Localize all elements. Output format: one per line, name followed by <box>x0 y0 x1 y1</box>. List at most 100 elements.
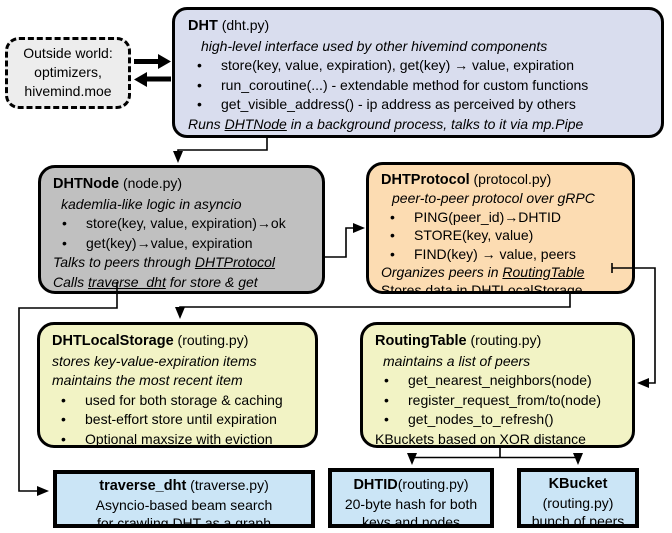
dhtid-box: DHTID(routing.py) 20-byte hash for both … <box>328 468 494 528</box>
bullet-glyph: • <box>62 215 67 231</box>
routingtable-bullet: •get_nearest_neighbors(node) <box>375 371 627 391</box>
bullet-text: register_request_from/to(node) <box>408 391 601 408</box>
dhtid-file: (routing.py) <box>397 476 469 492</box>
bullet-text: get(key)→value, expiration <box>86 234 253 251</box>
dhtprotocol-bullet: • STORE(key, value) <box>381 226 627 244</box>
routingtable-bullet: •get_nodes_to_refresh() <box>375 410 627 430</box>
bullet-text: FIND(key) → value, peers <box>414 245 576 262</box>
dht-title: DHT <box>188 18 218 34</box>
connector-dhtprotocol-to-dhtlocalstorage <box>175 291 571 319</box>
outside-world-line: Outside world: <box>23 45 113 61</box>
bullet-text: run_coroutine(...) - extendable method f… <box>221 76 589 93</box>
bullet-text: store(key, value, expiration), get(key) … <box>221 57 575 73</box>
bullet-text: PING(peer_id)→DHTID <box>414 208 562 225</box>
kbucket-line: (routing.py) <box>542 494 614 511</box>
dhtlocalstorage-bullet: • Optional maxsize with eviction <box>52 430 310 447</box>
kbucket-line: bunch of peers <box>531 513 625 528</box>
dhtnode-box: DHTNode (node.py) kademlia-like logic in… <box>38 165 325 294</box>
routingtable-footer: KBuckets based on XOR distance <box>375 430 586 447</box>
dhtnode-title: DHTNode <box>53 176 120 192</box>
bullet-text: best-effort store until expiration <box>85 411 277 427</box>
dhtprotocol-title: DHTProtocol <box>381 172 470 188</box>
stores-pre: Stores data in DHT <box>381 282 501 294</box>
traverse-dht-box: traverse_dht (traverse.py) Asyncio-based… <box>53 470 315 528</box>
dht-footer: Runs DHTNode in a background process, ta… <box>188 115 655 135</box>
dhtid-line: 20-byte hash for both <box>344 495 478 512</box>
dhtlocalstorage-subtitle: stores key-value-expiration items <box>52 352 257 369</box>
dhtid-title-line: DHTID(routing.py) <box>333 475 489 495</box>
dhtprotocol-bullet: • PING(peer_id)→DHTID <box>381 208 627 226</box>
organizes-pre: Organizes peers in <box>381 264 503 281</box>
traverse-dht-title-line: traverse_dht (traverse.py) <box>57 476 311 496</box>
dhtlocalstorage-title: DHTLocalStorage <box>52 333 174 349</box>
dhtnode-calls-line: Calls traverse_dht for store & get <box>53 273 317 292</box>
dhtnode-file: (node.py) <box>119 175 183 191</box>
dht-file: (dht.py) <box>217 17 270 33</box>
routingtable-box: RoutingTable (routing.py) maintains a li… <box>360 322 635 448</box>
arrow-outside-to-dht-icon <box>134 54 171 69</box>
calls-pre: Calls <box>53 273 89 290</box>
traverse-dht-link-text: traverse_dht <box>88 273 166 290</box>
arrow-dht-to-outside-icon <box>134 72 171 87</box>
dhtnode-subtitle: kademlia-like logic in asyncio <box>61 195 242 212</box>
dhtlocalstorage-bullet: •best-effort store until expiration <box>52 410 310 430</box>
kbucket-box: KBucket (routing.py) bunch of peers <box>517 468 639 528</box>
localstorage-link-text: LocalStorage <box>500 282 583 294</box>
bullet-glyph: • <box>390 227 395 244</box>
bullet-text: get_visible_address() - ip address as pe… <box>221 96 576 112</box>
bullet-text: STORE(key, value) <box>414 227 534 244</box>
dhtnode-link-text: DHTNode <box>224 115 287 132</box>
bullet-glyph: • <box>197 96 202 112</box>
routingtable-subtitle: maintains a list of peers <box>383 352 531 369</box>
traverse-dht-line: for crawling DHT as a graph <box>96 515 272 528</box>
dhtprotocol-title-line: DHTProtocol (protocol.py) <box>381 170 627 189</box>
dhtprotocol-file: (protocol.py) <box>469 171 552 187</box>
dhtnode-bullet: • get(key)→value, expiration <box>53 234 317 254</box>
dht-title-line: DHT (dht.py) <box>188 16 655 37</box>
routingtable-title: RoutingTable <box>375 333 467 349</box>
dht-box: DHT (dht.py) high-level interface used b… <box>172 7 664 138</box>
bullet-glyph: • <box>61 430 66 447</box>
bullet-text: get_nodes_to_refresh() <box>408 411 554 427</box>
bullet-glyph: • <box>384 372 389 388</box>
dhtnode-bullet: •store(key, value, expiration)→ok <box>53 214 317 234</box>
connector-routingtable-branch <box>412 448 578 459</box>
routingtable-file: (routing.py) <box>466 332 542 348</box>
connector-dht-to-dhtnode <box>173 136 268 163</box>
dht-bullet: • store(key, value, expiration), get(key)… <box>188 56 655 76</box>
bullet-glyph: • <box>390 208 395 225</box>
traverse-dht-title: traverse_dht <box>99 478 187 494</box>
dht-bullet: • run_coroutine(...) - extendable method … <box>188 76 655 96</box>
dhtlocalstorage-file: (routing.py) <box>173 332 249 348</box>
dht-bullet: • get_visible_address() - ip address as p… <box>188 95 655 115</box>
bullet-glyph: • <box>197 76 202 93</box>
bullet-text: used for both storage & caching <box>85 391 283 408</box>
dhtid-title: DHTID <box>353 477 398 493</box>
routingtable-bullet: •register_request_from/to(node) <box>375 391 627 411</box>
dhtlocalstorage-bullet: • used for both storage & caching <box>52 391 310 411</box>
dhtprotocol-stores-line: Stores data in DHTLocalStorage <box>381 281 627 294</box>
outside-world-line: hivemind.moe <box>24 83 112 99</box>
calls-post: for store & get <box>165 273 258 290</box>
dhtlocalstorage-title-line: DHTLocalStorage (routing.py) <box>52 331 310 352</box>
bullet-glyph: • <box>390 245 395 262</box>
dhtid-line: keys and nodes <box>361 514 461 528</box>
dhtnode-talks-line: Talks to peers through DHTProtocol <box>53 253 317 273</box>
dhtprotocol-subtitle: peer-to-peer protocol over gRPC <box>392 190 595 207</box>
outside-world-line: optimizers, <box>34 64 102 80</box>
bullet-text: Optional maxsize with eviction <box>85 430 273 447</box>
dhtprotocol-link-text: DHTProtocol <box>194 254 276 270</box>
dhtlocalstorage-box: DHTLocalStorage (routing.py) stores key-… <box>37 322 318 448</box>
dht-subtitle: high-level interface used by other hivem… <box>201 37 548 54</box>
outside-world-box: Outside world: optimizers, hivemind.moe <box>5 37 131 109</box>
dhtprotocol-box: DHTProtocol (protocol.py) peer-to-peer p… <box>366 162 635 294</box>
routingtable-title-line: RoutingTable (routing.py) <box>375 331 627 352</box>
traverse-dht-line: Asyncio-based beam search <box>95 496 273 513</box>
talks-pre: Talks to peers through <box>53 254 195 270</box>
bullet-glyph: • <box>61 391 66 408</box>
kbucket-title: KBucket <box>548 476 608 492</box>
bullet-glyph: • <box>197 57 202 73</box>
dhtlocalstorage-subtitle: maintains the most recent item <box>52 372 243 388</box>
bullet-glyph: • <box>62 234 67 251</box>
